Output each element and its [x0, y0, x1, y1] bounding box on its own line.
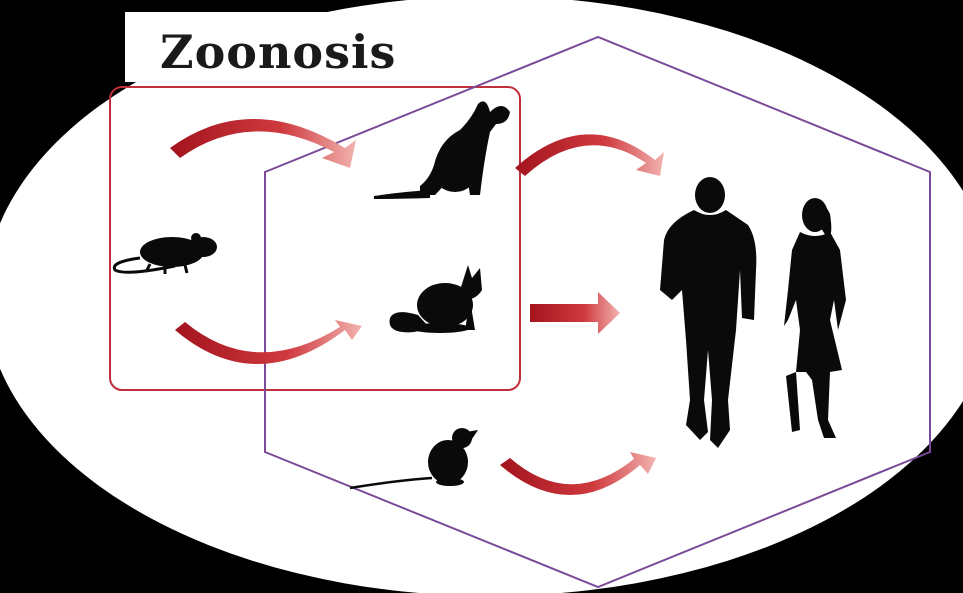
- title: Zoonosis: [160, 25, 396, 79]
